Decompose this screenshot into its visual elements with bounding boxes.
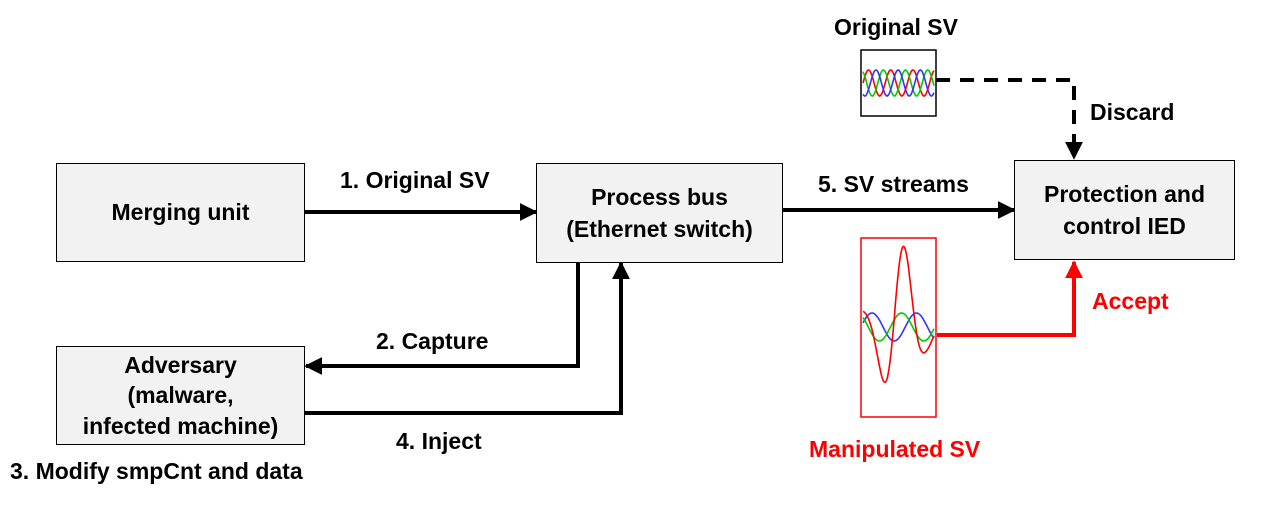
merging-unit-box: Merging unit	[56, 163, 305, 262]
merging-unit-label: Merging unit	[111, 199, 250, 226]
wave-red-manipulated	[862, 245, 935, 384]
wave-phase-blue	[862, 69, 935, 97]
adversary-box: Adversary (malware, infected machine)	[56, 346, 305, 445]
original-sv-waveform	[860, 49, 937, 117]
label-original-sv-step: 1. Original SV	[340, 167, 490, 193]
process-bus-label-line2: (Ethernet switch)	[566, 216, 753, 242]
manipulated-sv-title: Manipulated SV	[809, 436, 981, 462]
ied-label-line2: control IED	[1063, 213, 1186, 239]
label-modify: 3. Modify smpCnt and data	[10, 458, 303, 484]
adversary-label-line2: (malware,	[127, 382, 234, 409]
adversary-label-line3: infected machine)	[82, 412, 279, 439]
label-capture: 2. Capture	[376, 328, 489, 354]
label-inject: 4. Inject	[396, 428, 482, 454]
arrow-accept	[937, 260, 1083, 337]
process-bus-label-line1: Process bus	[591, 183, 728, 210]
label-accept: Accept	[1092, 288, 1169, 314]
ied-box: Protection and control IED	[1014, 160, 1235, 260]
adversary-label-line1: Adversary	[124, 351, 237, 378]
arrow-inject	[304, 261, 630, 415]
wave-green	[862, 312, 935, 342]
process-bus-box: Process bus (Ethernet switch)	[536, 163, 783, 263]
arrow-capture	[304, 262, 580, 375]
ied-label-line1: Protection and	[1043, 180, 1205, 207]
label-sv-streams: 5. SV streams	[818, 171, 969, 197]
manipulated-sv-waveform	[860, 237, 937, 418]
wave-blue	[862, 312, 935, 342]
arrow-discard	[936, 78, 1083, 160]
wave-phase-green	[862, 69, 935, 97]
label-discard: Discard	[1090, 99, 1175, 125]
original-sv-title: Original SV	[834, 14, 958, 40]
